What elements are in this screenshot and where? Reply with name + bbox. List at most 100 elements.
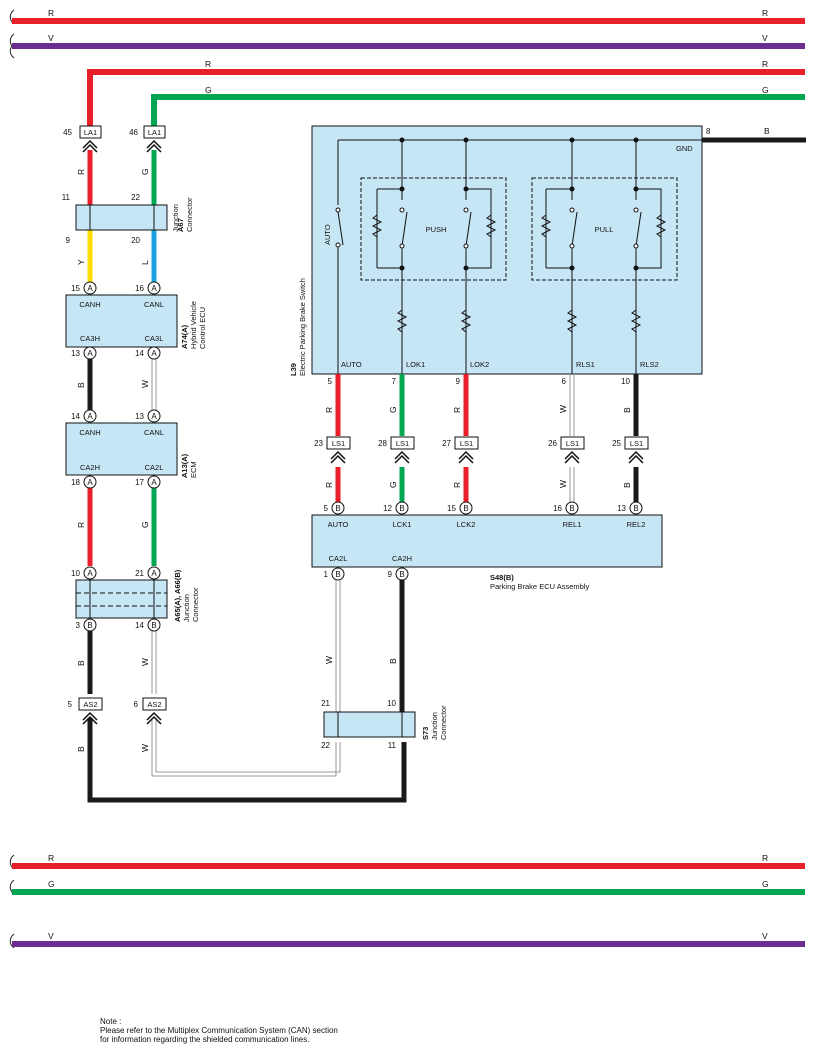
connector-badge: A <box>87 569 93 578</box>
connector-badge-circle <box>629 501 643 515</box>
component-id: S48(B) <box>490 573 514 582</box>
component-name: Control ECU <box>198 307 207 349</box>
terminal-label: CA3H <box>80 334 100 343</box>
pin-number: 3 <box>76 621 81 630</box>
pin-number: 26 <box>548 439 557 448</box>
connector-arrow-icon <box>628 450 644 464</box>
terminal-label: CANH <box>79 428 100 437</box>
junction-dots <box>399 137 639 271</box>
switch-label: AUTO <box>323 224 332 245</box>
terminal-label: CA3L <box>145 334 164 343</box>
connector-badge: A <box>151 349 157 358</box>
pin-number: 17 <box>135 478 144 487</box>
wire-white <box>151 718 341 777</box>
pin-number: 14 <box>135 621 144 630</box>
pin-number: 11 <box>388 741 397 750</box>
wire-white <box>151 630 157 694</box>
connector-label: LS1 <box>332 439 345 448</box>
wire-code: B <box>76 382 86 388</box>
terminal-label: CANH <box>79 300 100 309</box>
wire-code: B <box>76 660 86 666</box>
junction-connector-a67: 11 22 9 20 A67 Junction Connector <box>62 193 194 245</box>
wire-segment <box>87 718 407 803</box>
connector-badge-circle <box>565 501 579 515</box>
top-bus: R R V V <box>9 8 805 59</box>
pin-number: 10 <box>387 699 396 708</box>
component-name: Junction <box>171 204 180 232</box>
terminal-label: AUTO <box>328 520 349 529</box>
hybrid-vehicle-control-ecu-a74: A A A A 15 16 13 14 CANH CANL CA3H CA3L … <box>65 281 207 360</box>
connector-badge: A <box>87 349 93 358</box>
wire-code: R <box>324 482 334 488</box>
component-id: A74(A) <box>180 324 189 349</box>
switch-internals <box>401 140 637 374</box>
connector-badge: B <box>463 504 468 513</box>
component-id: L39 <box>289 363 298 376</box>
connector-badge: A <box>87 284 93 293</box>
terminal-label: LCK2 <box>457 520 476 529</box>
wire-code: B <box>622 482 632 488</box>
wire-code: R <box>452 482 462 488</box>
terminal-label: CA2H <box>392 554 412 563</box>
wire-code: B <box>76 746 86 752</box>
ecm-a13: A A A A 14 13 18 17 CANH CANL CA2H CA2L … <box>65 409 198 489</box>
switch-group-label: PUSH <box>426 225 447 234</box>
pin-number: 6 <box>134 700 139 709</box>
feed-wire-red <box>87 69 805 128</box>
pin-number: 22 <box>321 741 330 750</box>
terminal-label: CA2L <box>145 463 164 472</box>
connector-badge: A <box>151 569 157 578</box>
wire-code: Y <box>76 259 86 265</box>
bus-label-right: V <box>762 33 768 43</box>
component-name: Parking Brake ECU Assembly <box>490 582 589 591</box>
pin-number: 8 <box>706 127 711 136</box>
connector-label: LA1 <box>84 128 97 137</box>
wire-code: R <box>452 407 462 413</box>
pin-number: 18 <box>71 478 80 487</box>
pin-number: 9 <box>66 236 71 245</box>
wire-code: B <box>622 407 632 413</box>
feed-wire-green <box>151 94 805 128</box>
wire-code: W <box>140 744 150 752</box>
pin-number: 10 <box>71 569 80 578</box>
wire-code: B <box>764 126 770 136</box>
pin-number: 5 <box>68 700 73 709</box>
bus-label-right: R <box>762 8 768 18</box>
connector-badge: B <box>87 621 92 630</box>
pin-number: 5 <box>324 504 329 513</box>
pin-number: 21 <box>135 569 144 578</box>
wire-code: W <box>558 480 568 488</box>
terminal-label: CANL <box>144 428 164 437</box>
pin-number: 15 <box>447 504 456 513</box>
pin-number: 22 <box>131 193 140 202</box>
resistor-icons <box>371 214 667 333</box>
footnote: Note : Please refer to the Multiplex Com… <box>100 1017 338 1044</box>
bus-label-left: G <box>48 879 55 889</box>
bus-label-right: G <box>762 879 769 889</box>
switch-to-ecu-wires: 5RLS123RB57GLS128GB129RLS127RB156WLS126W… <box>314 374 649 515</box>
pin-number: 25 <box>612 439 621 448</box>
connector-badge: A <box>87 412 93 421</box>
connector-label: LS1 <box>460 439 473 448</box>
electric-parking-brake-switch-l39: 8 B GND AUTO PUSH <box>289 125 806 376</box>
pin-number: 21 <box>321 699 330 708</box>
pin-number: 16 <box>135 284 144 293</box>
wire-code: W <box>140 658 150 666</box>
connector-badge: B <box>335 504 340 513</box>
terminal-label: CANL <box>144 300 164 309</box>
connector-box <box>390 436 415 450</box>
pin-number: 1 <box>324 570 329 579</box>
connector-badge: B <box>399 504 404 513</box>
ecu-can-wires: W B <box>324 580 405 712</box>
pin-number: 14 <box>135 349 144 358</box>
pin-number: 16 <box>553 504 562 513</box>
terminal-label: LOK2 <box>470 360 489 369</box>
component-id: A13(A) <box>180 453 189 478</box>
parking-brake-ecu-s48: AUTO LCK1 LCK2 REL1 REL2 CA2L CA2H B B 1… <box>311 514 663 591</box>
terminal-label: LOK1 <box>406 360 425 369</box>
wire-code: W <box>324 656 334 664</box>
wire-code: L <box>140 260 150 265</box>
connector-box <box>326 436 351 450</box>
note-title: Note : <box>100 1017 121 1026</box>
